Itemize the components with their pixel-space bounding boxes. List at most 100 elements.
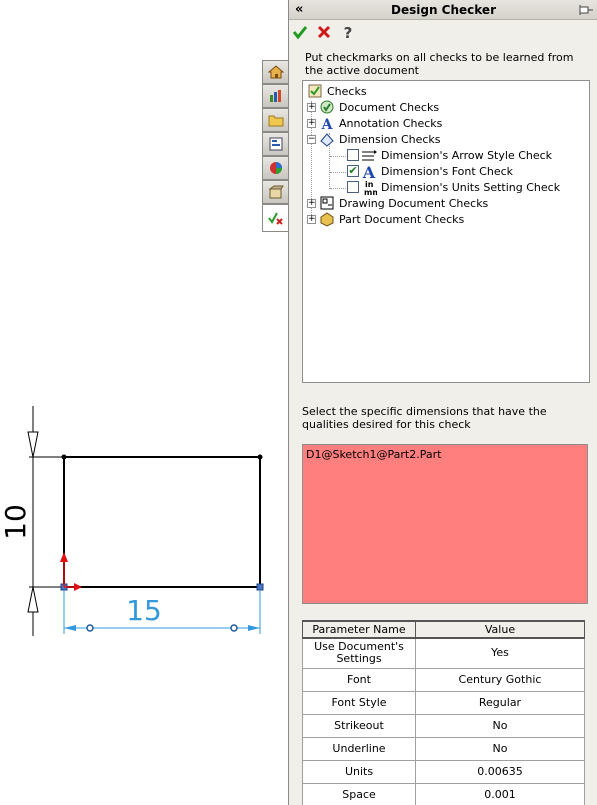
property-manager-icon	[269, 90, 281, 102]
param-name: Font Style	[302, 690, 416, 715]
param-value[interactable]: 0.001	[415, 782, 585, 805]
annotation-checks-icon: A	[321, 117, 334, 131]
checks-root-icon	[308, 84, 322, 98]
tree-node-checks[interactable]: Checks	[307, 83, 367, 99]
tree-node-arrow-style-check[interactable]: Dimension's Arrow Style Check	[347, 147, 552, 163]
tree-node-annotation-checks[interactable]: + A Annotation Checks	[307, 115, 442, 131]
tab-appearance[interactable]	[262, 156, 288, 180]
selection-list-box[interactable]: D1@Sketch1@Part2.Part	[302, 444, 588, 604]
font-check-icon: A	[362, 163, 376, 179]
part-document-icon	[320, 212, 334, 227]
units-check-icon: in mm	[364, 180, 377, 195]
dimension-text-vertical[interactable]: 10	[0, 504, 32, 540]
red-x-icon	[317, 25, 331, 39]
table-row: Font Century Gothic	[302, 667, 585, 692]
dimension-handle	[86, 624, 94, 632]
tree-node-label: Checks	[327, 84, 367, 98]
table-row: Space 0.001	[302, 782, 585, 805]
param-name: Font	[302, 667, 416, 692]
pin-icon[interactable]	[578, 4, 594, 16]
column-header-value: Value	[415, 620, 585, 639]
column-header-parameter-name: Parameter Name	[302, 620, 416, 639]
arrow-top	[27, 431, 39, 458]
checkbox[interactable]	[347, 149, 359, 161]
tab-folder[interactable]	[262, 108, 288, 132]
tree-node-label: Part Document Checks	[339, 212, 465, 226]
svg-text:?: ?	[344, 24, 353, 40]
design-checker-icon	[267, 212, 283, 225]
sketch-rectangle	[63, 456, 261, 588]
tree-node-label: Drawing Document Checks	[339, 196, 489, 210]
param-value[interactable]: No	[415, 736, 585, 761]
tree-node-part-document-checks[interactable]: + Part Document Checks	[307, 211, 464, 227]
sketch-point-selected	[256, 583, 264, 591]
sketch-drawing: 10 15	[0, 406, 264, 636]
ok-button[interactable]	[291, 23, 309, 41]
param-name: Units	[302, 759, 416, 784]
table-row: Underline No	[302, 736, 585, 761]
document-checks-icon	[320, 100, 334, 114]
svg-text:in: in	[365, 180, 374, 189]
table-row: Units 0.00635	[302, 759, 585, 784]
dimension-text-horizontal[interactable]: 15	[126, 594, 162, 627]
tab-design-checker[interactable]	[262, 204, 288, 232]
selection-item[interactable]: D1@Sketch1@Part2.Part	[306, 448, 442, 461]
param-value[interactable]: 0.00635	[415, 759, 585, 784]
expand-icon[interactable]: +	[307, 117, 316, 128]
help-button[interactable]: ?	[339, 23, 357, 41]
sketch-point	[257, 454, 263, 460]
svg-text:A: A	[321, 117, 334, 131]
tree-node-units-check[interactable]: in mm Dimension's Units Setting Check	[347, 179, 560, 195]
tree-node-label: Document Checks	[339, 100, 440, 114]
panel-title-bar: « Design Checker	[289, 0, 597, 20]
tab-display-manager[interactable]	[262, 180, 288, 204]
graphics-area[interactable]: 10 15	[0, 0, 288, 805]
table-row: Use Document's Settings Yes	[302, 637, 585, 669]
dimension-handle	[230, 624, 238, 632]
tree-node-label: Dimension's Units Setting Check	[381, 180, 561, 194]
param-name: Use Document's Settings	[302, 637, 416, 669]
selection-instruction-text: Select the specific dimensions that have…	[302, 405, 547, 431]
param-value[interactable]: Yes	[415, 637, 585, 669]
param-value[interactable]: No	[415, 713, 585, 738]
checkbox-checked[interactable]	[347, 165, 359, 177]
param-name: Underline	[302, 736, 416, 761]
green-check-icon	[292, 26, 308, 40]
tab-property-manager[interactable]	[262, 84, 288, 108]
tree-node-font-check[interactable]: A Dimension's Font Check	[347, 163, 514, 179]
folder-icon	[268, 115, 283, 127]
table-row: Font Style Regular	[302, 690, 585, 715]
tree-node-label: Annotation Checks	[339, 116, 443, 130]
param-value[interactable]: Century Gothic	[415, 667, 585, 692]
tree-node-drawing-document-checks[interactable]: + Drawing Document Checks	[307, 195, 488, 211]
tree-node-dimension-checks[interactable]: − Dimension Checks	[307, 131, 441, 147]
display-manager-icon	[268, 185, 284, 199]
tree-node-label: Dimension Checks	[339, 132, 441, 146]
tab-configuration[interactable]	[262, 132, 288, 156]
double-chevron-left-icon[interactable]: «	[295, 2, 304, 17]
tree-node-document-checks[interactable]: + Document Checks	[307, 99, 439, 115]
collapse-icon[interactable]: −	[307, 133, 316, 144]
expand-icon[interactable]: +	[307, 213, 316, 224]
tree-node-label: Dimension's Arrow Style Check	[381, 148, 553, 162]
panel-title: Design Checker	[391, 3, 496, 17]
drawing-document-icon	[320, 196, 334, 210]
design-checker-panel: « Design Checker ? Put checkmarks on all…	[288, 0, 597, 805]
sketch-point	[61, 454, 67, 460]
checks-tree[interactable]: Checks + Document Checks + A Annotation …	[302, 80, 590, 383]
configuration-icon	[269, 137, 282, 151]
param-name: Strikeout	[302, 713, 416, 738]
tab-home[interactable]	[262, 60, 288, 84]
tree-node-label: Dimension's Font Check	[381, 164, 514, 178]
checkbox[interactable]	[347, 181, 359, 193]
arrow-bottom	[27, 586, 39, 613]
cancel-button[interactable]	[315, 23, 333, 41]
param-value[interactable]: Regular	[415, 690, 585, 715]
expand-icon[interactable]: +	[307, 101, 316, 112]
tree-instruction-text: Put checkmarks on all checks to be learn…	[305, 51, 574, 77]
table-row: Strikeout No	[302, 713, 585, 738]
param-name: Space	[302, 782, 416, 805]
question-mark-icon: ?	[344, 24, 353, 40]
expand-icon[interactable]: +	[307, 197, 316, 208]
parameters-table: Parameter Name Value Use Document's Sett…	[302, 620, 585, 805]
